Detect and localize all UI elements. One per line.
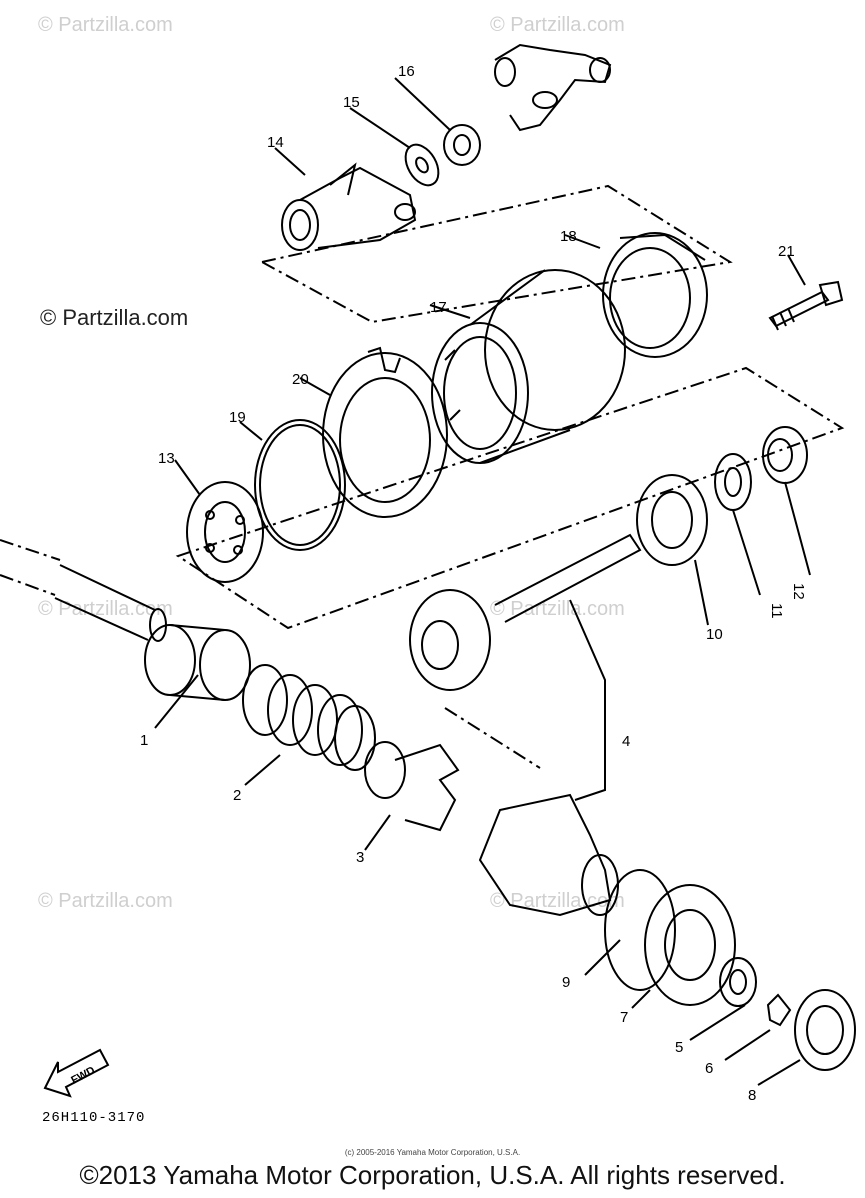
part-number: 4 <box>622 733 630 750</box>
sleeve-part-1 <box>144 624 251 701</box>
bearing-part-13 <box>186 481 264 583</box>
part-number: 7 <box>620 1009 628 1026</box>
small-copyright: (c) 2005-2016 Yamaha Motor Corporation, … <box>344 1148 521 1157</box>
part-number: 21 <box>778 243 795 260</box>
part-number: 2 <box>233 787 241 804</box>
lock-washer-part <box>322 346 448 518</box>
watermark: © Partzilla.com <box>38 14 173 36</box>
group-frame-upper <box>259 184 733 324</box>
leader-4-dash <box>444 707 541 769</box>
housing-part <box>431 269 626 464</box>
diagram-code: 26H110-3170 <box>42 1110 146 1126</box>
part-number: 17 <box>430 299 447 316</box>
part-number: 20 <box>292 371 309 388</box>
fwd-label: FWD <box>69 1064 97 1086</box>
cam-part-3 <box>364 741 460 832</box>
part-number: 8 <box>748 1087 756 1104</box>
part-number: 5 <box>675 1039 683 1056</box>
cover-part <box>602 232 708 358</box>
part-number: 9 <box>562 974 570 991</box>
part-number: 16 <box>398 63 415 80</box>
part-number: 19 <box>229 409 246 426</box>
pinion-shaft-part <box>409 533 642 801</box>
nut-part-8 <box>794 989 856 1071</box>
part-number: 10 <box>706 626 723 643</box>
watermark: © Partzilla.com <box>40 305 189 330</box>
footer-copyright: ©2013 Yamaha Motor Corporation, U.S.A. A… <box>79 1160 786 1190</box>
universal-joint-part <box>494 43 612 132</box>
part-number: 1 <box>140 732 148 749</box>
lock-part-6 <box>766 993 792 1027</box>
washer-part-5 <box>719 957 757 1007</box>
fwd-arrow-icon <box>43 1048 110 1098</box>
shaft-part <box>54 564 167 642</box>
part-number: 15 <box>343 94 360 111</box>
bolt-part <box>768 280 844 331</box>
yoke-part <box>281 162 417 251</box>
leader-line <box>154 77 811 1086</box>
ring-gear-part <box>478 793 619 917</box>
watermark: © Partzilla.com <box>490 14 625 36</box>
spring-part-2 <box>242 664 376 771</box>
group-frame-middle <box>175 366 845 630</box>
part-number: 13 <box>158 450 175 467</box>
part-number: 3 <box>356 849 364 866</box>
part-number: 14 <box>267 134 284 151</box>
part-number: 6 <box>705 1060 713 1077</box>
watermark: © Partzilla.com <box>38 890 173 912</box>
bearing-part-7 <box>604 869 736 1006</box>
part-number: 11 <box>768 603 785 619</box>
part-number: 12 <box>790 583 807 600</box>
bearing-part-10 <box>636 474 708 566</box>
shaft-dash <box>0 539 61 596</box>
part-number: 18 <box>560 228 577 245</box>
washer-part <box>404 143 440 187</box>
o-ring-part <box>254 419 346 551</box>
nut-part <box>443 124 481 166</box>
watermark: © Partzilla.com <box>490 598 625 620</box>
washer-part-11 <box>714 453 752 511</box>
